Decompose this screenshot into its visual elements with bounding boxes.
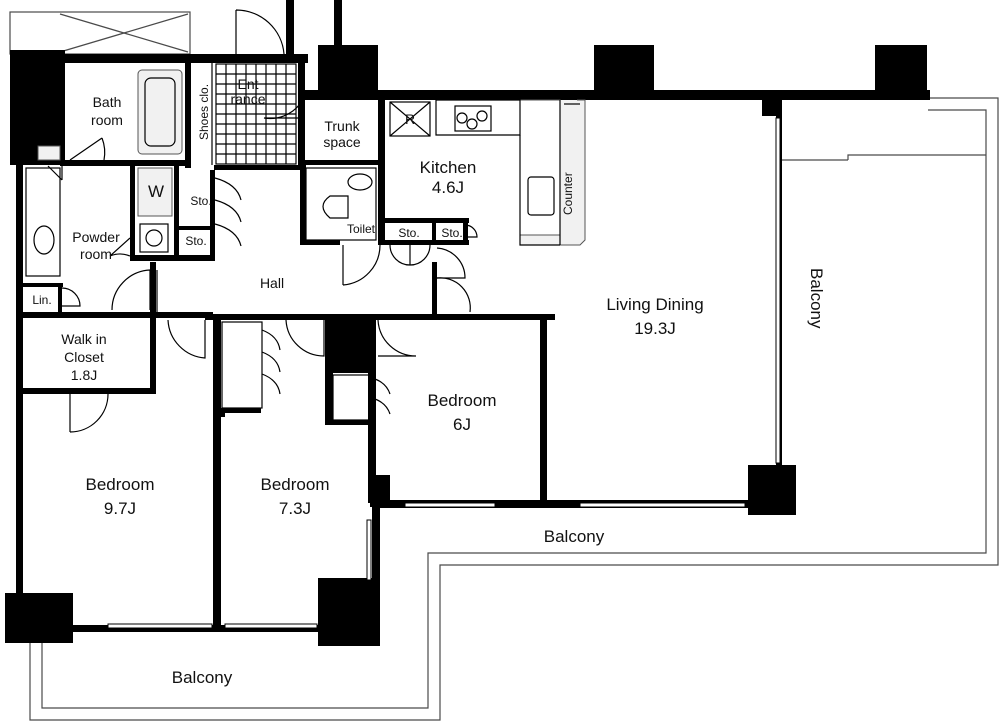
- powder-room-label-line1: Powder: [72, 229, 120, 245]
- bedroom-west-name: Bedroom: [86, 475, 155, 494]
- bathtub: [137, 69, 183, 155]
- bathroom-label-line1: Bath: [93, 94, 122, 110]
- columns: [5, 45, 927, 646]
- powder-room-label-line2: room: [80, 246, 112, 262]
- bedroom-west-size: 9.7J: [104, 499, 136, 518]
- balcony-labels: Balcony Balcony Balcony: [172, 268, 826, 687]
- refrigerator: [389, 101, 431, 137]
- toilet-label: Toilet: [347, 222, 376, 236]
- windows: [107, 117, 781, 629]
- fixtures: [25, 9, 781, 629]
- storage-upper-label: Sto.: [190, 194, 211, 208]
- balcony-south-west-label: Balcony: [172, 668, 233, 687]
- trunk-space-label-line1: Trunk: [324, 118, 360, 134]
- room-labels: Bath room Shoes clo. Ent rance Trunk spa…: [32, 76, 703, 518]
- upper-terrace: [9, 11, 191, 55]
- interior-walls: [23, 58, 555, 630]
- counter-label: Counter: [561, 172, 575, 215]
- kitchen-size: 4.6J: [432, 178, 464, 197]
- living-dining-size: 19.3J: [634, 319, 676, 338]
- shoes-closet-label: Shoes clo.: [197, 84, 211, 140]
- bedroom-east-name: Bedroom: [428, 391, 497, 410]
- trunk-space-label-line2: space: [323, 134, 361, 150]
- entrance-label-line1: Ent: [237, 76, 258, 92]
- walk-in-closet-line2: Closet: [64, 349, 104, 365]
- storage-lower-label: Sto.: [185, 234, 206, 248]
- linen-label: Lin.: [32, 293, 51, 307]
- balcony-south-center-label: Balcony: [544, 527, 605, 546]
- hall-label: Hall: [260, 275, 284, 291]
- kitchen-name: Kitchen: [420, 158, 477, 177]
- entrance-label-line2: rance: [230, 91, 265, 107]
- balcony-east-label: Balcony: [807, 268, 826, 329]
- entrance-tiles: [215, 63, 297, 165]
- bedroom-east-size: 6J: [453, 415, 471, 434]
- living-dining-name: Living Dining: [606, 295, 703, 314]
- walk-in-closet-size: 1.8J: [71, 367, 97, 383]
- storage-hall-left-label: Sto.: [398, 226, 419, 240]
- bedroom-center-size: 7.3J: [279, 499, 311, 518]
- washer: [137, 167, 173, 217]
- washer-label: W: [148, 182, 164, 201]
- refrigerator-label: R: [405, 111, 415, 127]
- bathroom-label-line2: room: [91, 112, 123, 128]
- bedroom-center-name: Bedroom: [261, 475, 330, 494]
- storage-hall-right-label: Sto.: [441, 226, 462, 240]
- walk-in-closet-line1: Walk in: [61, 331, 106, 347]
